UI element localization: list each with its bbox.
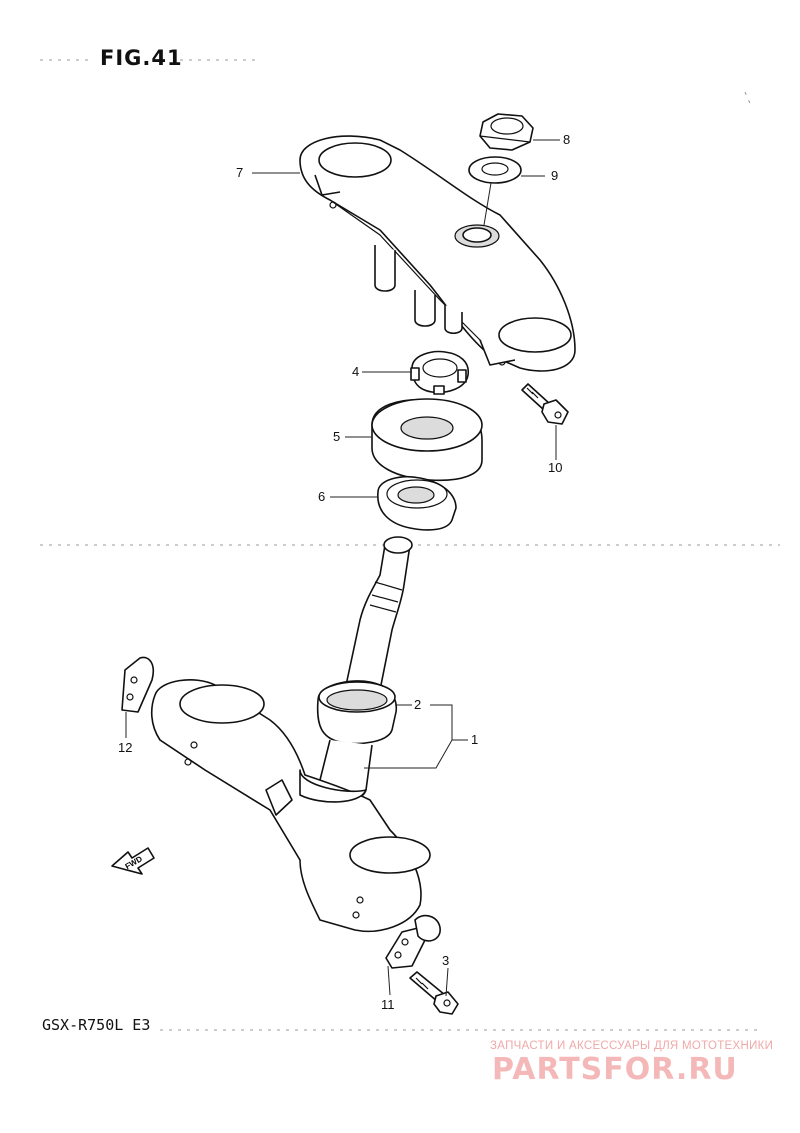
fwd-arrow-icon: FWD — [111, 847, 155, 875]
bracket-bolt — [521, 383, 569, 425]
lower-bearing — [326, 689, 388, 711]
callout-7: 7 — [236, 165, 244, 180]
lower-bracket-stem — [150, 536, 431, 932]
callout-5: 5 — [333, 429, 341, 444]
callout-12: 12 — [118, 740, 133, 755]
brake-hose-clamp-upper — [121, 656, 155, 713]
stem-lock-nut — [410, 350, 470, 395]
callout-8: 8 — [563, 132, 571, 147]
leader-9 — [483, 175, 545, 226]
callout-9: 9 — [551, 168, 559, 183]
callout-2: 2 — [414, 697, 422, 712]
callout-1: 1 — [471, 732, 479, 747]
callout-10: 10 — [548, 460, 563, 475]
figure-title: FIG.41 — [100, 46, 183, 70]
leader-3 — [445, 967, 449, 997]
callout-6: 6 — [318, 489, 326, 504]
dust-seal — [371, 398, 483, 482]
lower-bracket-bolt — [409, 971, 459, 1015]
stem-washer — [468, 156, 522, 184]
upper-bracket — [299, 135, 576, 372]
callout-3: 3 — [442, 953, 450, 968]
callout-4: 4 — [352, 364, 360, 379]
watermark-logo: PARTSFOR.RU — [492, 1052, 738, 1087]
leader-1 — [364, 704, 468, 769]
callout-11: 11 — [381, 997, 395, 1012]
watermark-subtitle: ЗАПЧАСТИ И АКСЕССУАРЫ ДЛЯ МОТОТЕХНИКИ — [490, 1040, 774, 1052]
leader-11 — [387, 965, 391, 996]
stem-nut — [479, 113, 534, 151]
steering-bearing — [377, 476, 457, 531]
model-code: GSX-R750L E3 — [42, 1016, 151, 1034]
brake-hose-clamp-lower — [385, 914, 441, 969]
